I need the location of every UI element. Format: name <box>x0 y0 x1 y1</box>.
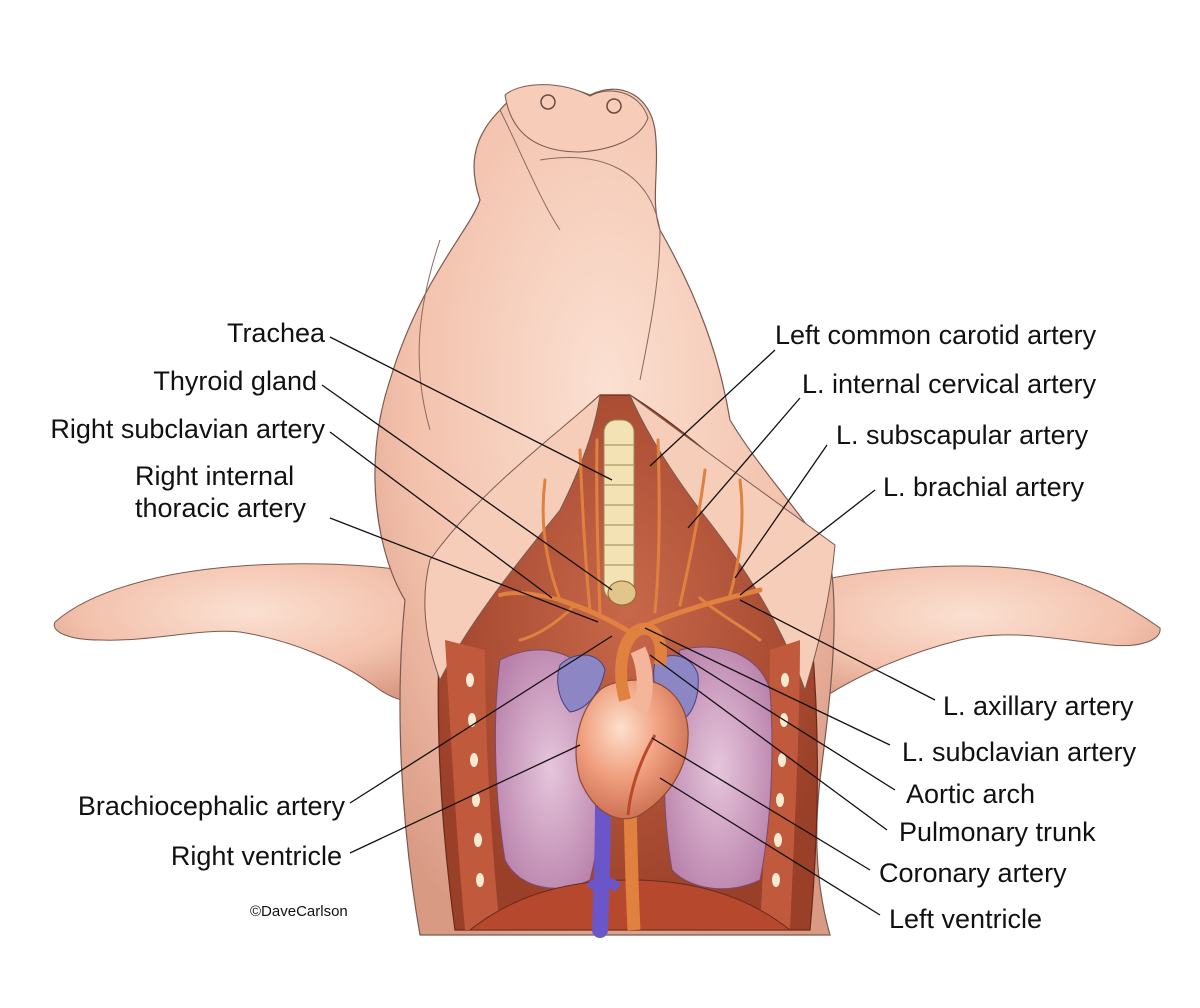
nostril-right <box>606 98 622 114</box>
nostril-left <box>540 94 556 110</box>
label-l-subscapular-artery: L. subscapular artery <box>836 420 1089 450</box>
label-l-subclavian-artery: L. subclavian artery <box>902 737 1137 767</box>
label-l-internal-cervical-artery: L. internal cervical artery <box>802 369 1097 399</box>
arteries <box>498 438 763 642</box>
label-right-ventricle: Right ventricle <box>170 841 342 871</box>
head-fold <box>499 109 561 231</box>
rib-markers <box>466 673 789 887</box>
leader-lines <box>321 336 936 916</box>
vena-cava-branch <box>586 877 622 892</box>
label-thoracic-artery: thoracic artery <box>135 493 307 523</box>
label-trachea: Trachea <box>226 318 325 348</box>
skin-flap-left <box>628 393 836 692</box>
label-right-subclavian-artery: Right subclavian artery <box>50 414 325 444</box>
thyroid-gland <box>607 580 637 606</box>
skin-flap-right <box>424 393 601 682</box>
label-left-ventricle: Left ventricle <box>889 904 1043 934</box>
label-aortic-arch: Aortic arch <box>906 779 1036 809</box>
trachea-rings <box>603 419 635 601</box>
label-l-brachial-artery: L. brachial artery <box>883 472 1085 502</box>
label-thyroid-gland: Thyroid gland <box>153 366 317 396</box>
right-forelimb <box>53 563 446 702</box>
neck-fold <box>418 239 441 431</box>
pulmonary-trunk <box>630 646 653 713</box>
label-right-internal: Right internal <box>135 461 295 491</box>
label-l-axillary-artery: L. axillary artery <box>943 691 1134 721</box>
coronary-groove <box>626 734 657 816</box>
artist-credit: ©DaveCarlson <box>250 903 348 920</box>
aortic-arch <box>615 622 667 702</box>
label-left-common-carotid-artery: Left common carotid artery <box>775 320 1097 350</box>
caudal-vena-cava <box>592 792 611 938</box>
label-pulmonary-trunk: Pulmonary trunk <box>899 817 1096 847</box>
jaw-fold <box>539 157 661 381</box>
label-coronary-artery: Coronary artery <box>879 858 1067 888</box>
label-brachiocephalic-artery: Brachiocephalic artery <box>77 791 345 821</box>
rib-wall-right <box>445 640 500 930</box>
